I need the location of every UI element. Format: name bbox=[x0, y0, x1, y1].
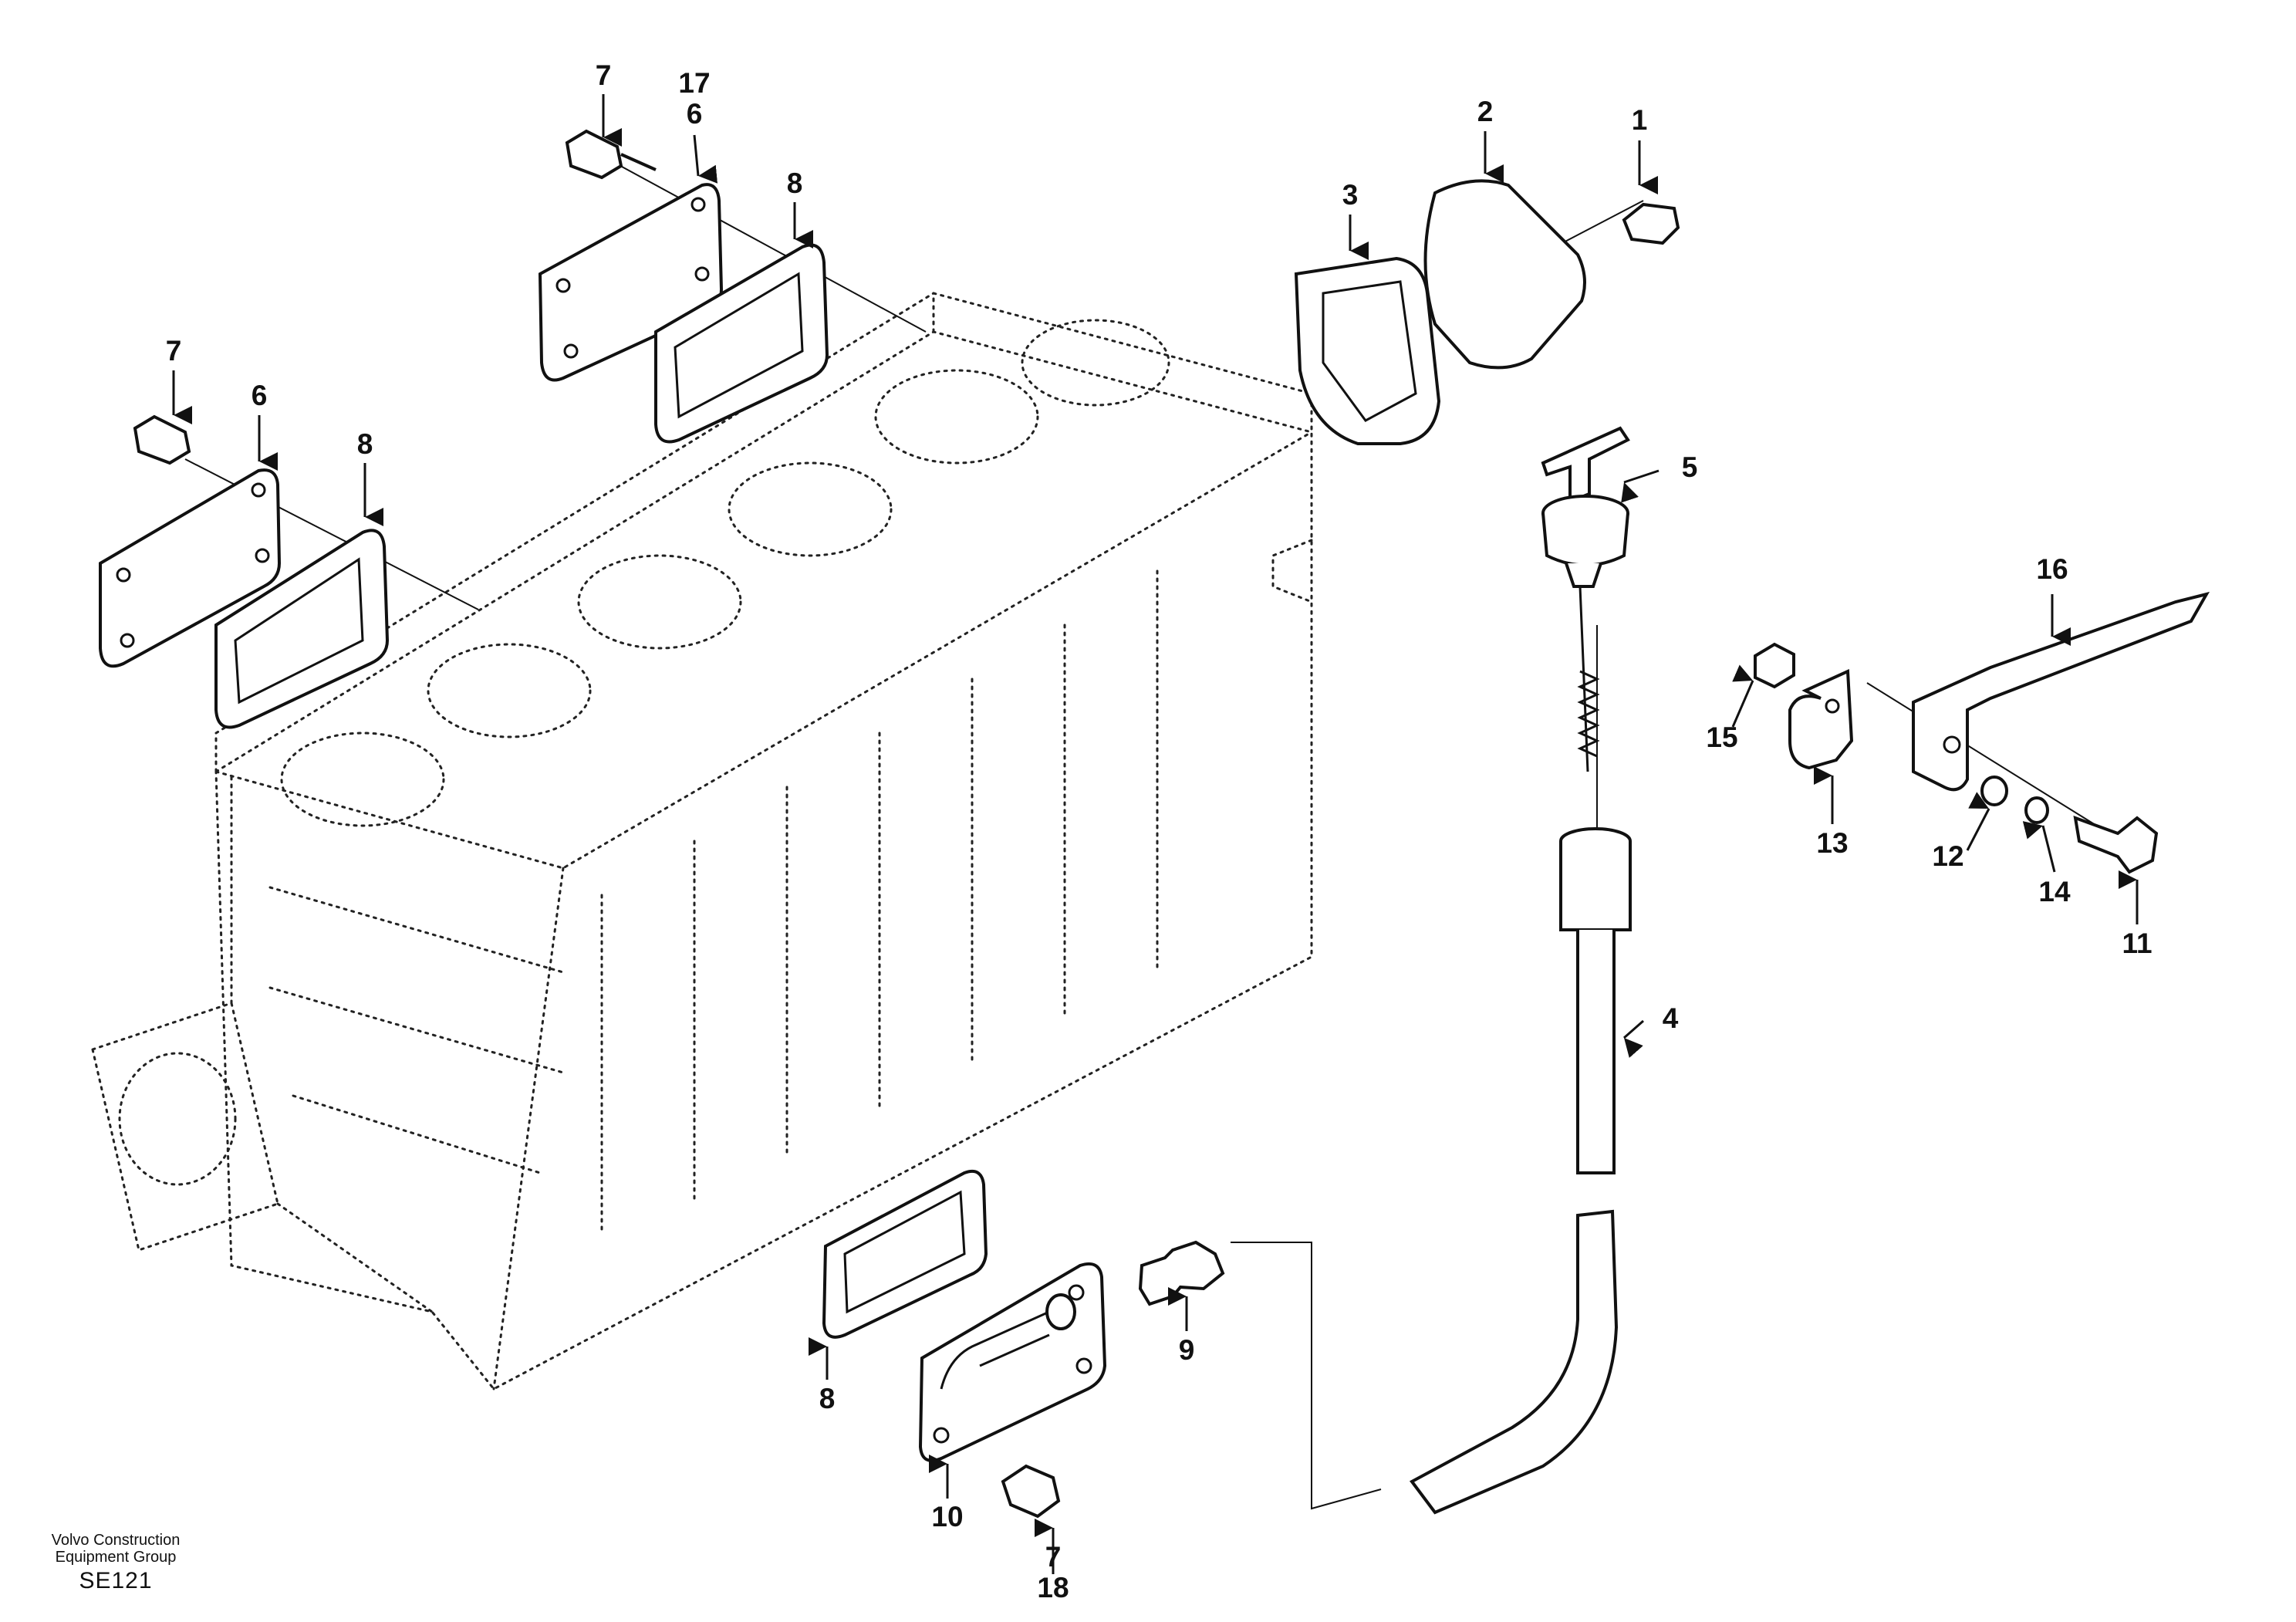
callout-6-middle: 6 bbox=[252, 380, 268, 411]
callout-14: 14 bbox=[2038, 876, 2071, 907]
callout-1: 1 bbox=[1632, 104, 1648, 136]
callout-18: 18 bbox=[1037, 1572, 1069, 1603]
callout-17: 17 bbox=[678, 67, 710, 99]
callout-2: 2 bbox=[1477, 96, 1494, 127]
callout-6-upper: 6 bbox=[687, 98, 703, 130]
washer-12 bbox=[1980, 776, 2008, 806]
dipstick-5 bbox=[1541, 426, 1630, 772]
callout-7-lower: 7 bbox=[1045, 1541, 1062, 1573]
gasket-8-upper bbox=[654, 243, 829, 444]
lower-cover-assembly bbox=[822, 1169, 1225, 1519]
engine-block-outline bbox=[91, 292, 1313, 1391]
guide-tube-4 bbox=[1410, 827, 1632, 1515]
callout-arrows bbox=[172, 94, 2139, 1574]
middle-cover-assembly bbox=[99, 414, 390, 729]
callout-10: 10 bbox=[931, 1501, 963, 1532]
callout-5: 5 bbox=[1682, 451, 1698, 483]
bolt-7-upper bbox=[565, 129, 623, 180]
callout-15: 15 bbox=[1706, 721, 1737, 753]
bolt-11 bbox=[2073, 815, 2159, 874]
side-cover-assembly bbox=[1294, 179, 1680, 445]
washer-14 bbox=[2024, 796, 2049, 824]
callout-4: 4 bbox=[1663, 1002, 1679, 1034]
clamp-13 bbox=[1788, 668, 1854, 770]
callout-8-lower: 8 bbox=[819, 1383, 836, 1414]
callout-3: 3 bbox=[1342, 179, 1359, 211]
callout-12: 12 bbox=[1932, 840, 1963, 872]
gasket-8-middle bbox=[214, 529, 390, 729]
nut-15 bbox=[1754, 642, 1795, 689]
publisher-footer: Volvo Construction Equipment Group SE121 bbox=[0, 1532, 231, 1597]
bolt-7-lower bbox=[1001, 1464, 1061, 1519]
bracket-assembly bbox=[1754, 591, 2210, 874]
callout-13: 13 bbox=[1816, 827, 1848, 859]
footer-drawing-code: SE121 bbox=[79, 1568, 153, 1593]
footer-company-line-2: Equipment Group bbox=[55, 1549, 177, 1566]
callout-16: 16 bbox=[2036, 553, 2068, 585]
bolt-7-middle bbox=[133, 414, 191, 465]
upper-cover-assembly bbox=[538, 129, 829, 444]
callout-11: 11 bbox=[2122, 928, 2152, 959]
callout-8-upper: 8 bbox=[787, 167, 803, 199]
callout-labels: 1 2 3 4 5 6 6 7 7 7 8 8 8 9 10 11 12 13 … bbox=[166, 59, 2152, 1603]
bracket-16 bbox=[1912, 591, 2210, 792]
callout-9: 9 bbox=[1179, 1334, 1195, 1366]
fitting-9 bbox=[1138, 1240, 1225, 1306]
bolt-1 bbox=[1622, 202, 1680, 245]
callout-8-middle: 8 bbox=[357, 428, 373, 460]
callout-7-middle: 7 bbox=[166, 335, 182, 367]
footer-company-line-1: Volvo Construction bbox=[51, 1532, 181, 1549]
callout-7-upper: 7 bbox=[596, 59, 612, 91]
side-cover-2 bbox=[1423, 179, 1586, 370]
gasket-8-lower bbox=[822, 1169, 988, 1339]
cover-plate-6-middle bbox=[99, 468, 282, 668]
tube-lower-bend bbox=[1410, 1209, 1619, 1515]
